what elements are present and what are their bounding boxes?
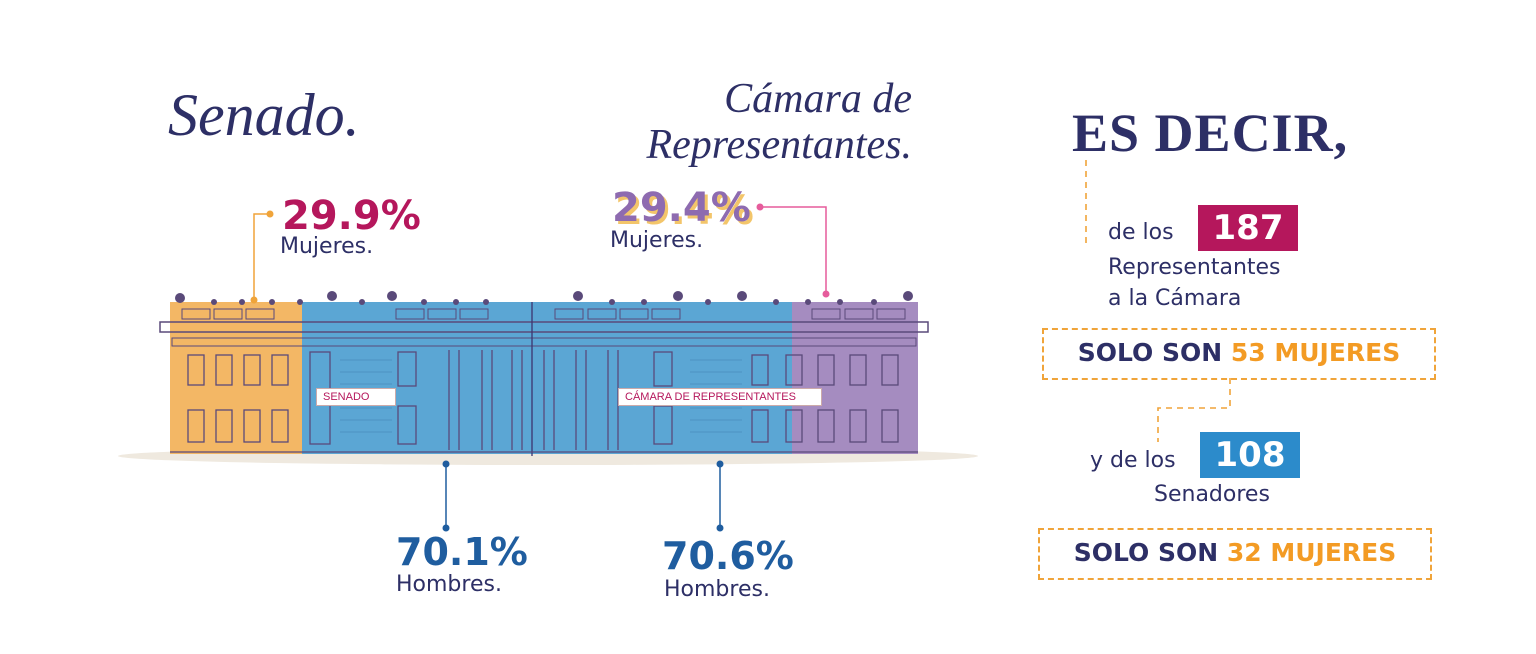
summary-line2-prefix: y de los: [1090, 448, 1176, 473]
camara-title-line1: Cámara de: [724, 76, 912, 122]
solo-son-53-box: SOLO SON 53 MUJERES: [1042, 328, 1436, 380]
camara-women-label: Mujeres.: [610, 228, 704, 253]
summary-connector-lines: [1085, 160, 1231, 442]
camara-title-line2: Representantes.: [646, 122, 912, 168]
summary-line2-rest: Senadores: [1154, 482, 1270, 507]
summary-line1-rest1: Representantes: [1108, 255, 1281, 280]
summary-line1-rest2: a la Cámara: [1108, 286, 1242, 311]
solo1-value: 53 MUJERES: [1230, 338, 1401, 367]
senado-title: Senado.: [168, 82, 360, 148]
solo-son-32-box: SOLO SON 32 MUJERES: [1038, 528, 1432, 580]
building-men-camara: [532, 302, 792, 454]
senado-women-label: Mujeres.: [280, 234, 374, 259]
camara-building-label: CÁMARA DE REPRESENTANTES: [618, 388, 822, 406]
building-men-senado: [302, 302, 532, 454]
camara-title: Cámara de Representantes.: [600, 76, 912, 168]
building-women-senado: [170, 302, 302, 454]
camara-women-pct: 29.4%: [612, 185, 751, 231]
solo1-prefix: SOLO SON: [1077, 338, 1223, 367]
senators-total-badge: 108: [1200, 432, 1300, 478]
senado-building-label: SENADO: [316, 388, 396, 406]
summary-line1-prefix: de los: [1108, 220, 1174, 245]
senado-men-label: Hombres.: [396, 572, 502, 597]
representatives-total-badge: 187: [1198, 205, 1298, 251]
senado-men-pct: 70.1%: [396, 530, 528, 574]
summary-heading: ES DECIR,: [1072, 103, 1349, 163]
senado-women-pct: 29.9%: [282, 193, 421, 239]
solo2-prefix: SOLO SON: [1073, 538, 1219, 567]
solo2-value: 32 MUJERES: [1226, 538, 1397, 567]
camara-men-pct: 70.6%: [662, 534, 794, 578]
congress-building-illustration: [118, 203, 978, 532]
camara-men-label: Hombres.: [664, 577, 770, 602]
building-women-camara: [792, 302, 918, 454]
